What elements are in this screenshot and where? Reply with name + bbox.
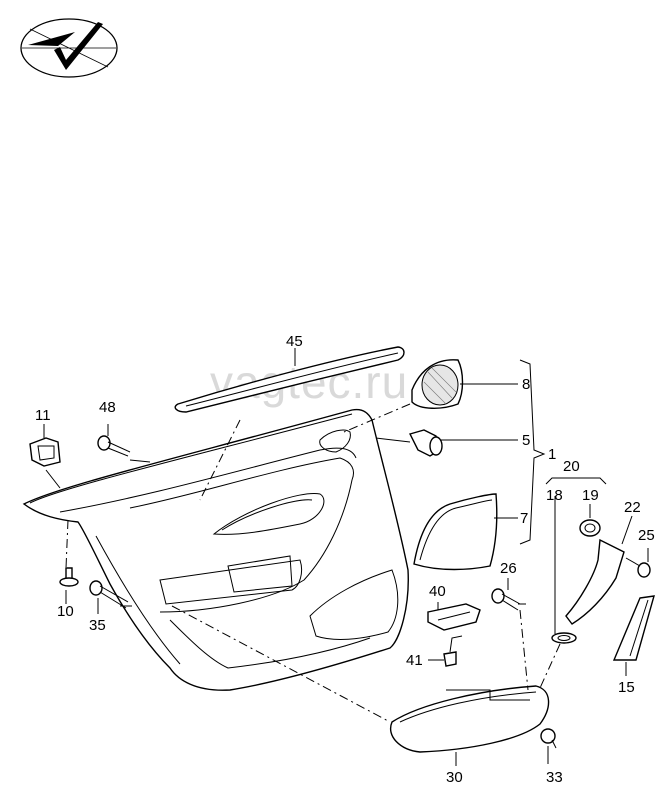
label-48: 48: [99, 399, 116, 416]
label-11: 11: [35, 407, 51, 424]
part-1-door-trim-panel: [22, 408, 409, 691]
part-5-clip: [408, 429, 443, 457]
label-10: 10: [57, 603, 74, 620]
label-1: 1: [548, 446, 556, 463]
label-19: 19: [582, 487, 599, 504]
part-41-bracket: [443, 635, 463, 667]
label-35: 35: [89, 617, 106, 634]
label-15: 15: [618, 679, 635, 696]
label-30: 30: [446, 769, 463, 786]
label-25: 25: [638, 527, 655, 544]
label-40: 40: [429, 583, 446, 600]
leader-lines: [43, 348, 649, 766]
part-7-insert-panel: [413, 493, 498, 571]
part-15-cover: [612, 595, 655, 661]
label-8: 8: [522, 376, 530, 393]
label-33: 33: [546, 769, 563, 786]
part-48-screw: [97, 435, 131, 457]
part-18-grommet: [551, 632, 577, 644]
label-7: 7: [520, 510, 528, 527]
part-26-screw: [491, 588, 521, 611]
part-25-screw: [625, 557, 651, 578]
part-11-bracket: [29, 437, 61, 467]
part-45-trim-strip: [174, 346, 405, 413]
part-30-armrest: [389, 685, 550, 753]
part-10-screw: [59, 567, 79, 587]
label-41: 41: [406, 652, 423, 669]
part-35-screw: [89, 580, 129, 609]
brand-logo: [20, 18, 118, 78]
label-20: 20: [563, 458, 580, 475]
callout-labels: 45 8 5 1 20 18 19 22 7 25 26 40 41 15 11…: [35, 333, 655, 786]
part-33-screw: [540, 728, 557, 749]
part-19-ring: [579, 519, 601, 537]
label-45: 45: [286, 333, 303, 350]
label-26: 26: [500, 560, 517, 577]
part-8-speaker-grille: [411, 359, 464, 409]
part-22-handle: [565, 538, 625, 625]
label-22: 22: [624, 499, 641, 516]
part-40-switch-holder: [427, 603, 481, 631]
label-5: 5: [522, 432, 530, 449]
label-18: 18: [546, 487, 563, 504]
